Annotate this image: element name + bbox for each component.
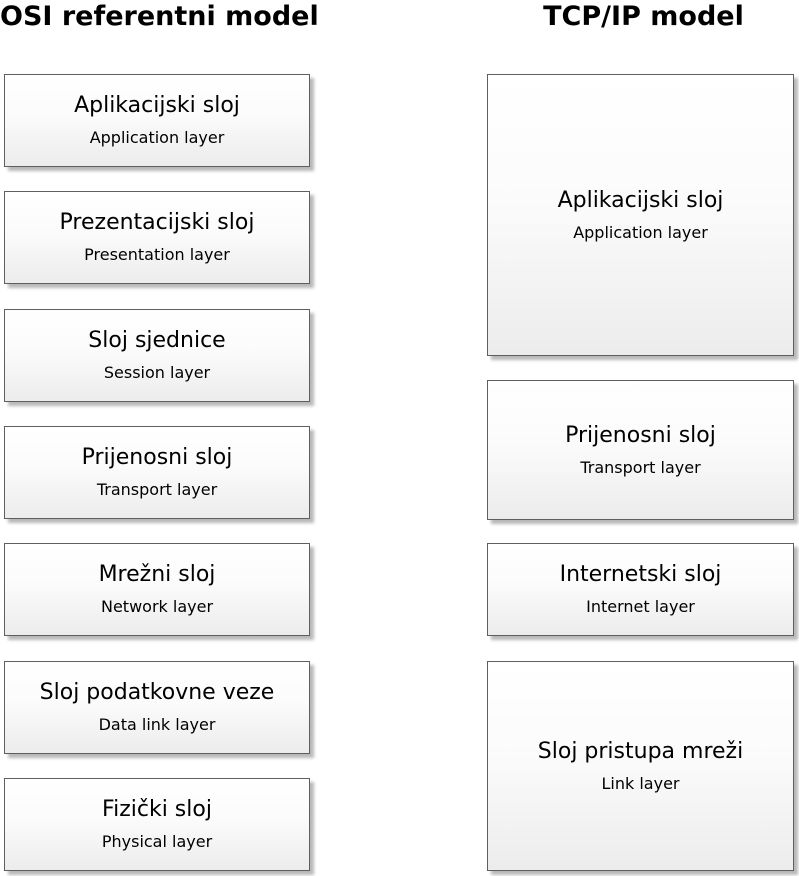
osi-network-layer: Mrežni sloj Network layer bbox=[4, 543, 310, 636]
layer-english-name: Link layer bbox=[601, 773, 680, 793]
osi-presentation-layer: Prezentacijski sloj Presentation layer bbox=[4, 191, 310, 284]
osi-model-title: OSI referentni model bbox=[0, 1, 319, 32]
layer-name: Fizički sloj bbox=[102, 797, 212, 822]
layer-english-name: Presentation layer bbox=[84, 245, 230, 264]
tcpip-transport-layer: Prijenosni sloj Transport layer bbox=[487, 380, 794, 520]
osi-transport-layer: Prijenosni sloj Transport layer bbox=[4, 426, 310, 519]
layer-english-name: Internet layer bbox=[586, 597, 695, 616]
layer-english-name: Network layer bbox=[100, 597, 214, 616]
tcpip-model-title: TCP/IP model bbox=[543, 1, 744, 32]
layer-name: Prijenosni sloj bbox=[565, 422, 716, 448]
osi-data-link-layer: Sloj podatkovne veze Data link layer bbox=[4, 661, 310, 754]
layer-english-name: Application layer bbox=[573, 222, 708, 242]
layer-name: Sloj sjednice bbox=[88, 328, 226, 353]
layer-english-name: Transport layer bbox=[96, 480, 218, 499]
osi-session-layer: Sloj sjednice Session layer bbox=[4, 309, 310, 402]
layer-name: Sloj podatkovne veze bbox=[39, 680, 275, 705]
layer-name: Aplikacijski sloj bbox=[557, 187, 724, 213]
tcpip-application-layer: Aplikacijski sloj Application layer bbox=[487, 74, 794, 356]
tcpip-internet-layer: Internetski sloj Internet layer bbox=[487, 543, 794, 636]
layer-name: Prezentacijski sloj bbox=[59, 210, 255, 235]
osi-physical-layer: Fizički sloj Physical layer bbox=[4, 778, 310, 871]
tcpip-link-layer: Sloj pristupa mreži Link layer bbox=[487, 661, 794, 871]
layer-name: Aplikacijski sloj bbox=[74, 93, 240, 118]
layer-name: Internetski sloj bbox=[559, 562, 722, 587]
layer-english-name: Application layer bbox=[89, 128, 225, 147]
layer-english-name: Physical layer bbox=[101, 832, 213, 851]
osi-application-layer: Aplikacijski sloj Application layer bbox=[4, 74, 310, 167]
layer-name: Mrežni sloj bbox=[98, 562, 216, 587]
layer-english-name: Transport layer bbox=[580, 457, 701, 477]
layer-english-name: Session layer bbox=[103, 363, 211, 382]
layer-english-name: Data link layer bbox=[98, 715, 216, 734]
layer-name: Prijenosni sloj bbox=[81, 445, 233, 470]
layer-name: Sloj pristupa mreži bbox=[537, 738, 744, 764]
